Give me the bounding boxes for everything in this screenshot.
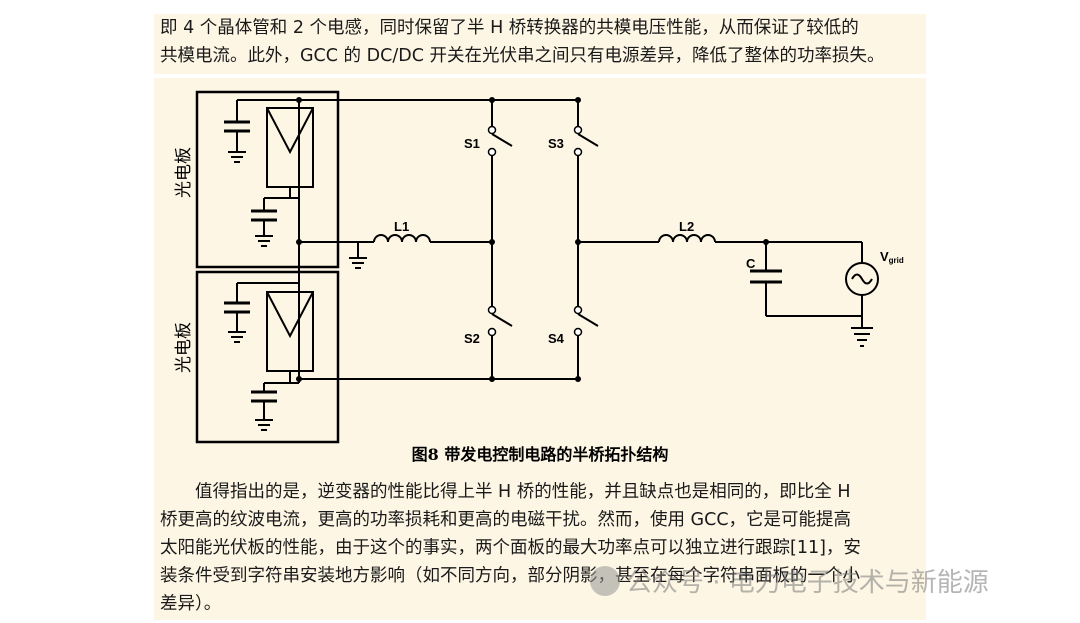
inductor-l2-coil xyxy=(658,234,716,243)
paragraph-top: 即 4 个晶体管和 2 个电感，同时保留了半 H 桥转换器的共模电压性能，从而保… xyxy=(154,14,926,74)
grid-source-label: Vgrid xyxy=(880,249,904,265)
circuit-diagram: S1 S3 S2 S4 L1 L2 C Vgrid 光电板 光电板 图8 带发电… xyxy=(174,90,904,464)
paragraph-line: 太阳能光伏板的性能，由于这个的事实，两个面板的最大功率点可以独立进行跟踪[11]… xyxy=(160,538,861,558)
inductor-label-l2: L2 xyxy=(679,219,694,234)
capacitor-label: C xyxy=(746,256,756,271)
figure-caption: 图8 带发电控制电路的半桥拓扑结构 xyxy=(412,445,669,464)
wechat-logo-icon xyxy=(590,565,620,596)
panel-label-top: 光电板 xyxy=(174,147,194,198)
pv-diode-top xyxy=(266,107,314,155)
switch-label-s3: S3 xyxy=(548,136,564,151)
pv-module-top-box xyxy=(195,90,340,269)
panel-label-bottom: 光电板 xyxy=(174,322,194,373)
pv-diode-bottom xyxy=(266,291,314,339)
watermark-text: 公众号 · 电力电子技术与新能源 xyxy=(626,568,989,598)
switch-label-s4: S4 xyxy=(548,331,565,346)
paragraph-line: 值得指出的是，逆变器的性能比得上半 H 桥的性能，并且缺点也是相同的，即比全 H xyxy=(160,482,851,502)
paragraph-line: 装条件受到字符串安装地方影响（如不同方向，部分阴影，甚至在每个字符串面板的一个小 xyxy=(160,566,860,586)
pv-module-bottom-box xyxy=(195,270,340,444)
figure-area: S1 S3 S2 S4 L1 L2 C Vgrid 光电板 光电板 图8 带发电… xyxy=(154,78,926,468)
switch-label-s1: S1 xyxy=(464,136,480,151)
paragraph-line: 即 4 个晶体管和 2 个电感，同时保留了半 H 桥转换器的共模电压性能，从而保… xyxy=(160,18,859,38)
inductor-l1-coil xyxy=(373,234,431,243)
watermark: 公众号 · 电力电子技术与新能源 xyxy=(590,562,989,599)
paragraph-bottom: 值得指出的是，逆变器的性能比得上半 H 桥的性能，并且缺点也是相同的，即比全 H… xyxy=(154,468,926,620)
paragraph-line: 差异）。 xyxy=(160,594,222,614)
paragraph-line: 共模电流。此外，GCC 的 DC/DC 开关在光伏串之间只有电源差异，降低了整体… xyxy=(160,46,885,66)
paragraph-line: 桥更高的纹波电流，更高的功率损耗和更高的电磁干扰。然而，使用 GCC，它是可能提… xyxy=(160,510,852,530)
inductor-label-l1: L1 xyxy=(394,219,409,234)
switch-label-s2: S2 xyxy=(464,331,480,346)
